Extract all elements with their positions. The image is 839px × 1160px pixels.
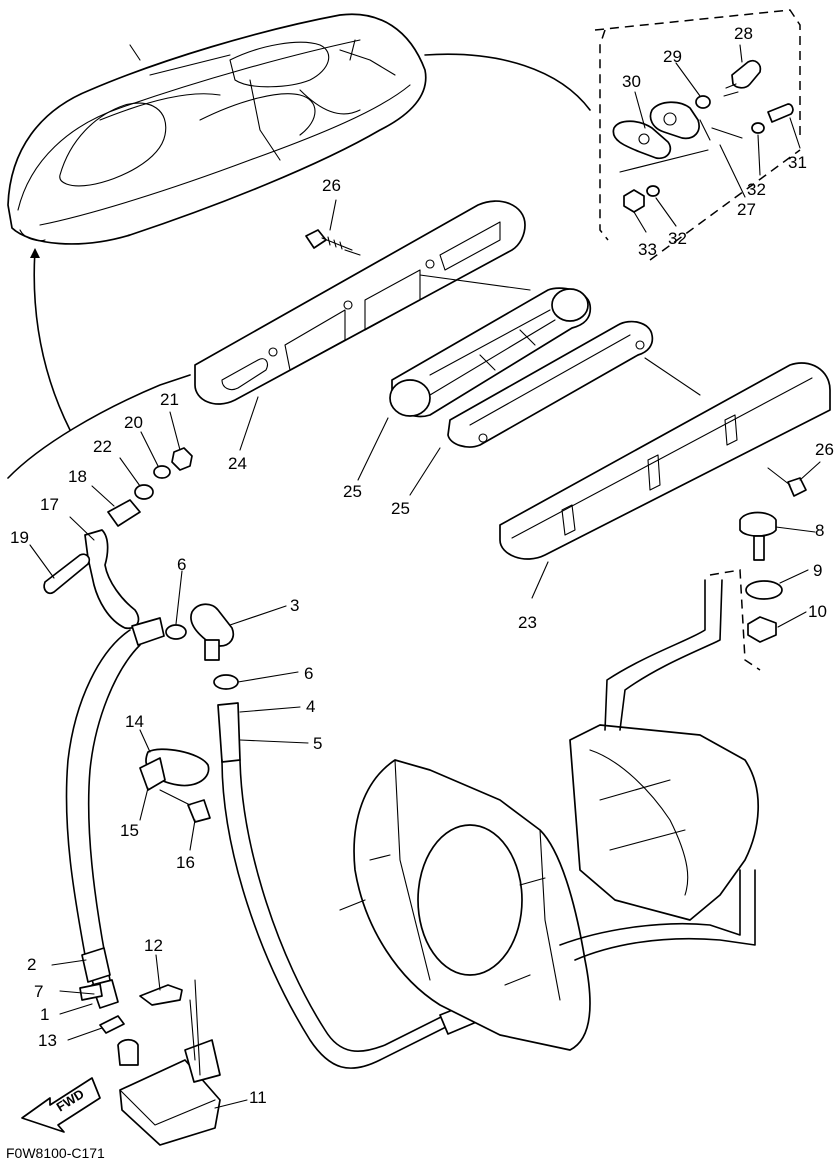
seal-25a: [389, 287, 592, 418]
callout-15: 15: [120, 821, 139, 840]
pump-pipe: [559, 869, 741, 946]
valve-3: [190, 603, 235, 661]
callout-25b: 25: [391, 499, 410, 518]
callout-31: 31: [788, 153, 807, 172]
callout-8: 8: [815, 521, 824, 540]
watercraft-hull-illustration: [7, 13, 427, 245]
clamp-7: [79, 983, 103, 1001]
callout-33: 33: [638, 240, 657, 259]
bolt-18: [107, 499, 141, 527]
washer-22: [134, 484, 154, 500]
hose-sleeve: [81, 947, 111, 983]
hose-4-5: [217, 702, 241, 763]
control-module-11: [117, 979, 221, 1146]
leader-hull-to-sensor-group: [424, 53, 591, 111]
dashed-link-line: [709, 569, 761, 671]
o-ring: [695, 95, 711, 109]
probe-12: [139, 984, 183, 1006]
washer-20: [153, 465, 171, 479]
callout-30: 30: [622, 72, 641, 91]
intake-opening: [417, 824, 523, 976]
fwd-arrow-icon: [21, 1077, 101, 1133]
callout-29: 29: [663, 47, 682, 66]
callout-32b: 32: [668, 229, 687, 248]
nut-10: [747, 616, 777, 643]
arrowhead-icon: [30, 248, 40, 258]
drain-plug-8: [739, 511, 777, 561]
clamp-6b: [213, 674, 239, 690]
diagram-code: F0W8100-C171: [6, 1145, 105, 1160]
callout-20: 20: [124, 413, 143, 432]
callout-2: 2: [27, 955, 36, 974]
callout-9: 9: [813, 561, 822, 580]
callout-28: 28: [734, 24, 753, 43]
callout-3: 3: [290, 596, 299, 615]
callout-7: 7: [34, 982, 43, 1001]
sensor-housing: [649, 101, 700, 140]
callout-14: 14: [125, 712, 144, 731]
callout-27: 27: [737, 200, 756, 219]
callout-22: 22: [93, 437, 112, 456]
callout-5: 5: [313, 734, 322, 753]
clamp-14-group: [139, 748, 211, 823]
callout-10: 10: [808, 602, 827, 621]
nut-21: [171, 447, 193, 471]
nut-33: [623, 189, 645, 213]
gasket-plate: [612, 120, 672, 160]
callout-21: 21: [160, 390, 179, 409]
callout-1: 1: [40, 1005, 49, 1024]
clamp-6a: [165, 624, 187, 640]
washer-32b: [646, 185, 660, 197]
callout-6a: 6: [177, 555, 186, 574]
bracket-17: [84, 529, 140, 630]
callout-12: 12: [144, 936, 163, 955]
seal-25b: [447, 320, 654, 448]
screw-31: [767, 103, 794, 123]
callout-leaders: [29, 44, 821, 1109]
bolt-26a: [305, 229, 353, 251]
callout-23: 23: [518, 613, 537, 632]
assembly-leader-lines: [344, 249, 701, 396]
washer-9: [745, 580, 783, 600]
callout-26a: 26: [322, 176, 341, 195]
washer-32a: [751, 122, 765, 134]
callout-16: 16: [176, 853, 195, 872]
sensor-part-28: [731, 59, 762, 89]
pump-housing: [569, 579, 760, 921]
grille-24: [194, 200, 526, 405]
callout-24: 24: [228, 454, 247, 473]
hose-end-2: [131, 617, 165, 646]
callout-32a: 32: [747, 180, 766, 199]
bolt-26b: [767, 467, 807, 497]
bolt-19: [43, 553, 91, 595]
sensor-group: [594, 9, 801, 261]
callout-17: 17: [40, 495, 59, 514]
callout-4: 4: [306, 697, 315, 716]
callout-13: 13: [38, 1031, 57, 1050]
intake-housing: [339, 759, 591, 1051]
callout-6b: 6: [304, 664, 313, 683]
cover-23: [499, 362, 831, 560]
leader-hull-to-bracket-group: [33, 249, 71, 431]
callout-25a: 25: [343, 482, 362, 501]
callout-11: 11: [249, 1088, 267, 1107]
callout-19: 19: [10, 528, 29, 547]
callout-26b: 26: [815, 440, 834, 459]
bracket-group: [7, 374, 193, 630]
plug-13: [99, 1015, 125, 1034]
callout-18: 18: [68, 467, 87, 486]
